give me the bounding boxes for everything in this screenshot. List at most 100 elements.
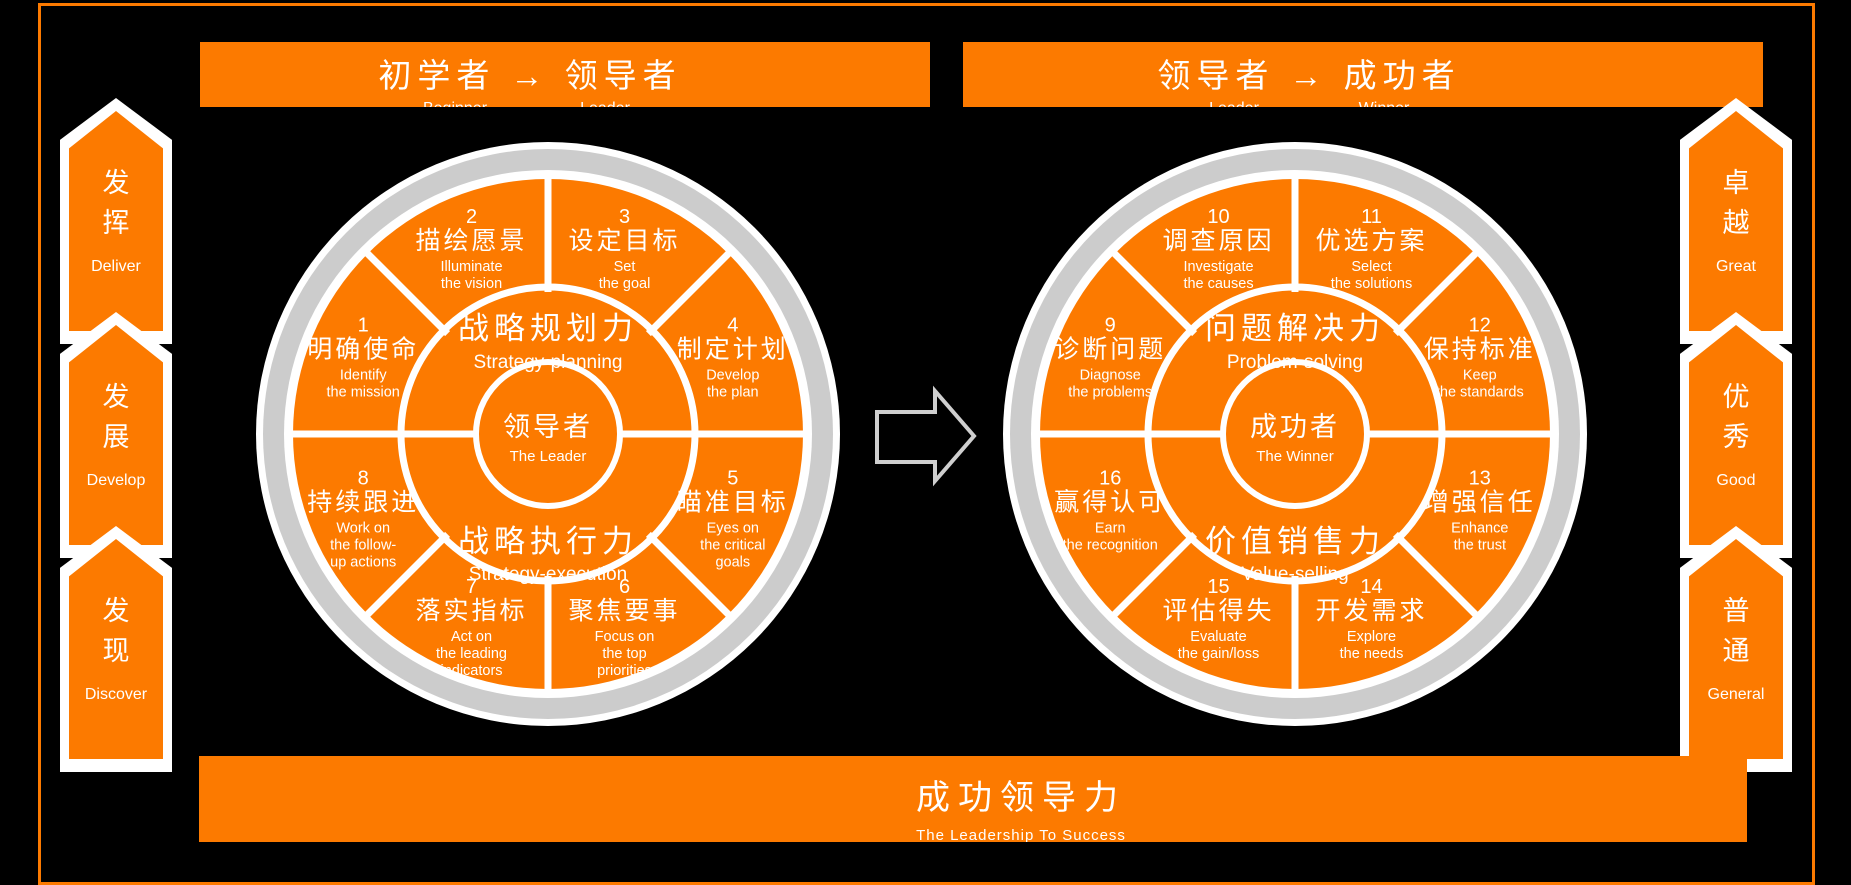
segment-title-zh: 明确使命: [307, 336, 419, 364]
header-left-title: 初学者 → 领导者: [378, 57, 682, 94]
ladder-label-zh: 普通: [1722, 596, 1750, 666]
hub-circle: [473, 359, 623, 509]
segment-subtitle-en: Develop: [706, 368, 759, 384]
segment-number: 11: [1361, 206, 1382, 228]
ladder-label-en: Good: [1716, 471, 1756, 489]
segment-divider: [364, 250, 451, 337]
hub-en: The Leader: [510, 448, 587, 465]
segment-title-zh: 开发需求: [1315, 597, 1427, 625]
ladder-label-zh: 发现: [102, 596, 130, 666]
segment-subtitle-en: the gain/loss: [1178, 646, 1259, 662]
inner-bottom-en: Strategy-execution: [469, 564, 627, 585]
ladder-label-zh: 优秀: [1722, 382, 1750, 452]
segment-number: 4: [727, 315, 738, 337]
segment-number: 7: [466, 576, 477, 598]
segment-subtitle-en: the leading: [436, 646, 507, 662]
segment-divider: [364, 531, 451, 618]
segment-subtitle-en: the mission: [327, 385, 400, 401]
segment-number: 13: [1469, 468, 1491, 490]
segment-subtitle-en: Explore: [1347, 629, 1396, 645]
inner-ring-border: [397, 283, 699, 585]
segment-title-zh: 制定计划: [677, 336, 789, 364]
inner-bottom-label: 战略执行力 Strategy-execution: [458, 524, 638, 585]
segment-number: 14: [1360, 576, 1382, 598]
header-banner-left: 初学者 → 领导者 Beginner Leader: [200, 42, 930, 107]
chevron-shape: [69, 539, 163, 759]
header-banner-right: 领导者 → 成功者 Leader Winner: [963, 42, 1763, 107]
segment-divider: [1111, 250, 1198, 337]
inner-bottom-zh: 战略执行力: [458, 524, 638, 559]
segment-subtitle-en: up actions: [330, 555, 396, 571]
segment-subtitle-en: Evaluate: [1190, 629, 1246, 645]
segment-subtitle-en: Enhance: [1451, 521, 1508, 537]
inner-top-zh: 战略规划力: [458, 311, 638, 346]
segment-number: 5: [727, 468, 738, 490]
ladder-label-en: Deliver: [91, 257, 141, 275]
segment-subtitle-en: goals: [715, 555, 750, 571]
segment-number: 15: [1207, 576, 1229, 598]
segment-subtitle-en: Select: [1351, 259, 1391, 275]
inner-top-en: Strategy-planning: [474, 352, 623, 373]
inner-top-en: Problem-solving: [1227, 352, 1363, 373]
ladder-left-step-develop: 发展 Develop: [60, 312, 172, 558]
segment-divider: [1392, 531, 1479, 618]
ladder-label-en: General: [1707, 685, 1765, 703]
ladder-right: 卓越 Great 优秀 Good 普通 General: [1680, 98, 1792, 772]
segment-title-zh: 诊断问题: [1054, 336, 1166, 364]
segment-title-zh: 增强信任: [1424, 489, 1536, 517]
segment-subtitle-en: the follow-: [330, 538, 396, 554]
segment-subtitle-en: the critical: [700, 538, 765, 554]
segment-title-zh: 描绘愿景: [415, 227, 527, 255]
header-left-en-to: Leader: [530, 100, 680, 107]
header-right-en-to: Winner: [1309, 100, 1459, 107]
header-right-title: 领导者 → 成功者: [1157, 57, 1461, 94]
segment-title-zh: 优选方案: [1315, 227, 1427, 255]
segment-subtitle-en: Keep: [1463, 368, 1497, 384]
ladder-left-step-deliver: 发挥 Deliver: [60, 98, 172, 344]
segment-number: 12: [1469, 315, 1491, 337]
transition-arrow-icon: [875, 385, 977, 487]
ladder-label-en: Develop: [86, 471, 146, 489]
segment-subtitle-en: the goal: [599, 276, 651, 292]
ladder-label-zh: 发展: [102, 382, 130, 452]
ladder-right-step-great: 卓越 Great: [1680, 98, 1792, 344]
segment-subtitle-en: priorities: [597, 663, 652, 679]
footer-banner: 成功领导力 The Leadership To Success: [199, 756, 1747, 842]
segment-subtitle-en: the plan: [707, 385, 759, 401]
segment-subtitle-en: the causes: [1183, 276, 1253, 292]
segment-number: 2: [466, 206, 477, 228]
segment-subtitle-en: the top: [602, 646, 646, 662]
inner-bottom-en: Value-selling: [1241, 564, 1348, 585]
segment-subtitle-en: Work on: [336, 521, 390, 537]
segment-title-zh: 设定目标: [568, 227, 680, 255]
segment-subtitle-en: Eyes on: [707, 521, 759, 537]
segment-subtitle-en: the standards: [1436, 385, 1524, 401]
segment-subtitle-en: Illuminate: [440, 259, 502, 275]
header-left-en-from: Beginner: [380, 100, 530, 107]
chevron-shape: [1689, 111, 1783, 331]
footer-title: 成功领导力: [916, 779, 1126, 817]
segment-subtitle-en: Focus on: [595, 629, 655, 645]
segment-number: 1: [358, 315, 369, 337]
segment-subtitle-en: the trust: [1454, 538, 1506, 554]
chevron-shape: [69, 325, 163, 545]
inner-top-label: 战略规划力 Strategy-planning: [458, 311, 638, 373]
segment-subtitle-en: Set: [614, 259, 636, 275]
segment-title-zh: 瞄准目标: [677, 489, 789, 517]
segment-subtitle-en: Identify: [340, 368, 387, 384]
segment-subtitle-en: the needs: [1340, 646, 1404, 662]
hub-en: The Winner: [1256, 448, 1334, 465]
segment-subtitle-en: Earn: [1095, 521, 1126, 537]
